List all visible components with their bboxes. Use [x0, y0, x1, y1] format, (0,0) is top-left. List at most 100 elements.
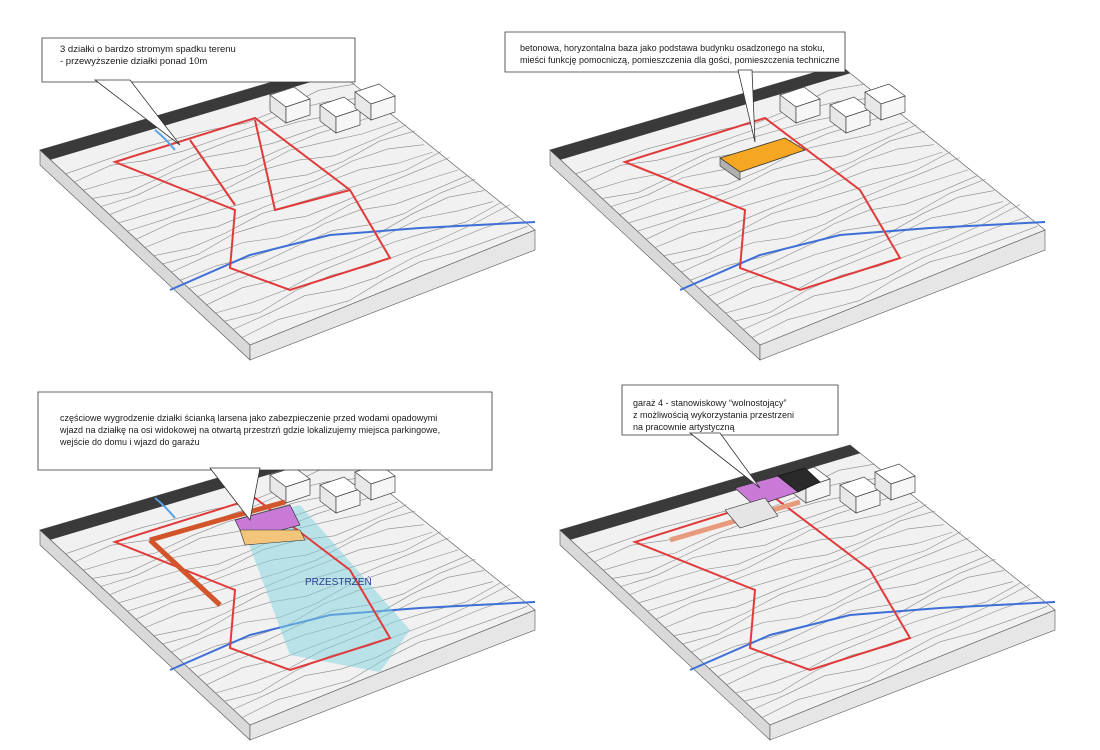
house-wall	[335, 488, 361, 514]
callout-text-sites: 3 działki o bardzo stromym spadku terenu…	[60, 44, 236, 68]
contour-line	[717, 570, 1005, 677]
contour-line	[761, 606, 1048, 718]
contour-line	[690, 175, 978, 281]
contour-line	[584, 97, 874, 183]
open-space-label: PRZESTRZEŃ	[305, 575, 372, 588]
contour-line	[136, 144, 424, 240]
stream	[679, 221, 1046, 291]
road	[550, 65, 851, 160]
contour-line	[734, 204, 1021, 322]
plot-division-line	[254, 119, 351, 212]
house-wall	[370, 95, 396, 121]
contour-line	[144, 151, 433, 248]
contour-line	[753, 596, 1039, 710]
house-wall	[285, 478, 311, 504]
callout-line: 3 działki o bardzo stromym spadku terenu	[60, 44, 236, 55]
callout-box-base-pointer	[737, 69, 756, 143]
contour-line	[700, 555, 988, 661]
contour-line	[171, 169, 459, 273]
house-wall	[845, 108, 871, 134]
contour-line	[707, 190, 995, 297]
contour-line	[751, 226, 1038, 338]
sheet-pile-wall	[149, 499, 286, 543]
contour-line	[656, 524, 944, 620]
contour-line	[638, 504, 927, 604]
contour-line	[716, 201, 1003, 306]
house-wall	[880, 95, 906, 121]
studio-volume	[777, 467, 821, 493]
panel-sites	[39, 37, 536, 361]
contour-line	[206, 201, 493, 306]
contour-line	[189, 178, 476, 289]
callout-line: garaż 4 - stanowiskowy “wolnostojący”	[633, 398, 787, 408]
stream	[169, 221, 536, 291]
callout-box-sites-pointer	[93, 79, 181, 146]
callout-line: na pracownie artystyczną	[633, 422, 735, 432]
plot-outline	[112, 116, 392, 292]
callout-line: częściowe wygrodzenie działki ścianką la…	[60, 413, 438, 423]
contour-line	[74, 97, 364, 183]
contour-line	[699, 178, 986, 289]
callout-box-access	[37, 391, 493, 471]
water-arrow-icon	[154, 129, 176, 151]
callout-line: - przewyższenie działki ponad 10m	[60, 56, 208, 67]
concrete-base-side	[719, 157, 741, 181]
callout-line: betonowa, horyzontalna baza jako podstaw…	[520, 43, 825, 53]
panel-garage	[559, 384, 1056, 741]
house-wall	[890, 475, 916, 501]
callout-box-base	[504, 31, 846, 73]
contour-line	[673, 531, 962, 636]
contour-line	[241, 226, 528, 338]
house-wall	[855, 488, 881, 514]
contour-line	[109, 121, 399, 215]
contour-line	[646, 144, 934, 240]
contour-line	[726, 581, 1013, 686]
contour-line	[735, 582, 1022, 694]
contour-line	[743, 216, 1029, 330]
callout-line: wjazd na działkę na osi widokowej na otw…	[60, 425, 441, 435]
house-wall	[795, 98, 821, 124]
contour-line	[664, 531, 953, 628]
contour-line	[629, 501, 919, 595]
plot-outline	[632, 496, 912, 672]
contour-line	[725, 202, 1012, 314]
plot-division-line	[189, 139, 236, 206]
callout-text-base: betonowa, horyzontalna baza jako podstaw…	[520, 42, 840, 66]
contour-line	[709, 558, 996, 669]
house-wall	[335, 108, 361, 134]
contour-line	[127, 130, 416, 232]
contour-line	[118, 124, 407, 224]
callout-text-access: częściowe wygrodzenie działki ścianką la…	[60, 412, 440, 448]
callout-text-garage: garaż 4 - stanowiskowy “wolnostojący” z …	[633, 397, 794, 433]
panel-base	[504, 31, 1046, 361]
contour-line	[691, 549, 979, 653]
contour-line	[619, 121, 909, 215]
panel-access: PRZESTRZEŃ	[37, 391, 536, 741]
contour-line	[162, 157, 450, 265]
house-volume	[724, 497, 779, 529]
contour-line	[180, 175, 468, 281]
contour-line	[663, 151, 952, 256]
water-arrow-icon	[154, 497, 176, 519]
contour-line	[681, 169, 969, 273]
callout-line: wejście do domu i wjazd do garażu	[60, 437, 200, 447]
contour-line	[637, 130, 926, 232]
sheet-pile-wall	[148, 538, 222, 607]
callout-box-access-pointer	[209, 467, 261, 521]
contour-line	[682, 537, 970, 645]
contour-line	[233, 216, 519, 330]
house-wall	[285, 98, 311, 124]
base-volume	[239, 529, 306, 546]
contour-line	[672, 157, 960, 265]
open-space-area	[240, 505, 410, 672]
road	[560, 445, 861, 540]
contour-line	[197, 190, 485, 297]
road	[40, 65, 341, 160]
contour-line	[215, 202, 502, 314]
callout-box-garage	[621, 384, 839, 436]
contour-line	[628, 124, 917, 224]
callout-line: mieści funkcję pomocniczą, pomieszczenia…	[520, 55, 840, 65]
contour-line	[224, 204, 511, 322]
